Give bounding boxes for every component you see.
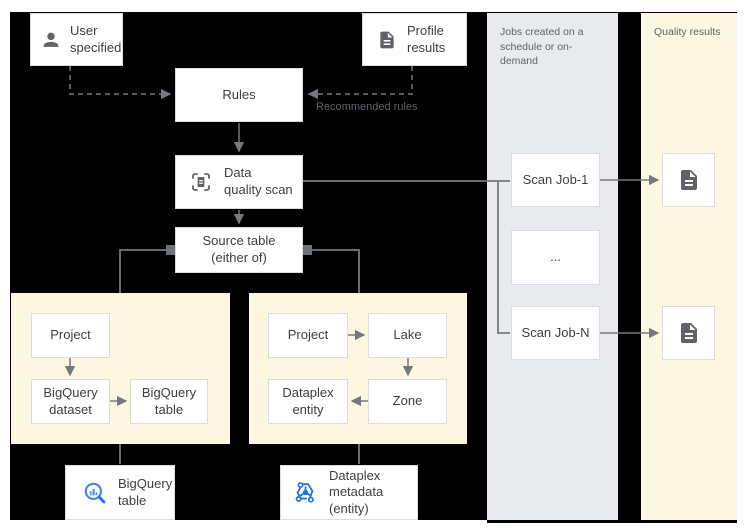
source-table-right-port xyxy=(302,245,312,255)
node-label: Scan Job-N xyxy=(521,324,590,340)
node-label: User specified xyxy=(70,22,122,55)
dataplex-icon xyxy=(292,479,319,506)
node-zone: Zone xyxy=(368,379,447,424)
node-bq-project: Project xyxy=(31,313,110,358)
quality-results-panel-title: Quality results xyxy=(654,26,721,38)
node-label: Rules xyxy=(222,86,256,102)
node-data-quality-scan: Data quality scan xyxy=(175,155,303,209)
node-bigquery-table: BigQuery table xyxy=(130,379,208,424)
node-dp-project: Project xyxy=(268,313,348,358)
node-scan-job-n: Scan Job-N xyxy=(511,306,600,360)
node-label: Zone xyxy=(392,393,423,409)
node-bigquery-table-source: BigQuery table xyxy=(65,465,175,520)
document-icon xyxy=(677,321,701,345)
node-label: Data quality scan xyxy=(224,165,293,197)
node-rules: Rules xyxy=(175,68,303,122)
diagram-background-bottom-edge xyxy=(487,520,737,523)
node-label: Dataplex metadata (entity) xyxy=(329,467,384,516)
node-label: BigQuery dataset xyxy=(43,384,98,417)
node-bigquery-dataset: BigQuery dataset xyxy=(31,379,110,424)
document-icon xyxy=(677,168,701,192)
node-label: Scan Job-1 xyxy=(522,171,589,187)
node-quality-result-2 xyxy=(662,306,715,360)
node-quality-result-1 xyxy=(662,153,715,207)
node-label: BigQuery table xyxy=(141,384,197,417)
node-lake: Lake xyxy=(368,313,447,358)
node-dataplex-metadata: Dataplex metadata (entity) xyxy=(280,465,418,520)
jobs-panel-title: Jobs created on a schedule or on-demand xyxy=(500,26,584,68)
node-scan-job-more: ... xyxy=(511,230,600,285)
scan-frame-icon xyxy=(189,170,213,194)
node-label: Source table (either of) xyxy=(202,233,276,265)
node-label: ... xyxy=(550,249,561,265)
node-scan-job-1: Scan Job-1 xyxy=(511,153,600,207)
node-label: Dataplex entity xyxy=(282,384,334,417)
document-icon xyxy=(377,30,397,50)
bigquery-icon xyxy=(82,480,108,506)
node-profile-results: Profile results xyxy=(362,13,467,66)
node-label: Project xyxy=(287,327,329,343)
quality-results-panel: Quality results xyxy=(641,13,737,520)
recommended-rules-label: Recommended rules xyxy=(316,101,418,113)
node-source-table: Source table (either of) xyxy=(175,227,303,273)
node-label: BigQuery table xyxy=(118,475,173,508)
node-dataplex-entity: Dataplex entity xyxy=(268,379,348,424)
source-table-left-port xyxy=(166,245,176,255)
node-label: Project xyxy=(50,327,91,343)
node-label: Lake xyxy=(393,327,422,343)
node-label: Profile results xyxy=(407,22,446,55)
person-icon xyxy=(40,29,62,51)
node-user-specified: User specified xyxy=(30,13,123,66)
